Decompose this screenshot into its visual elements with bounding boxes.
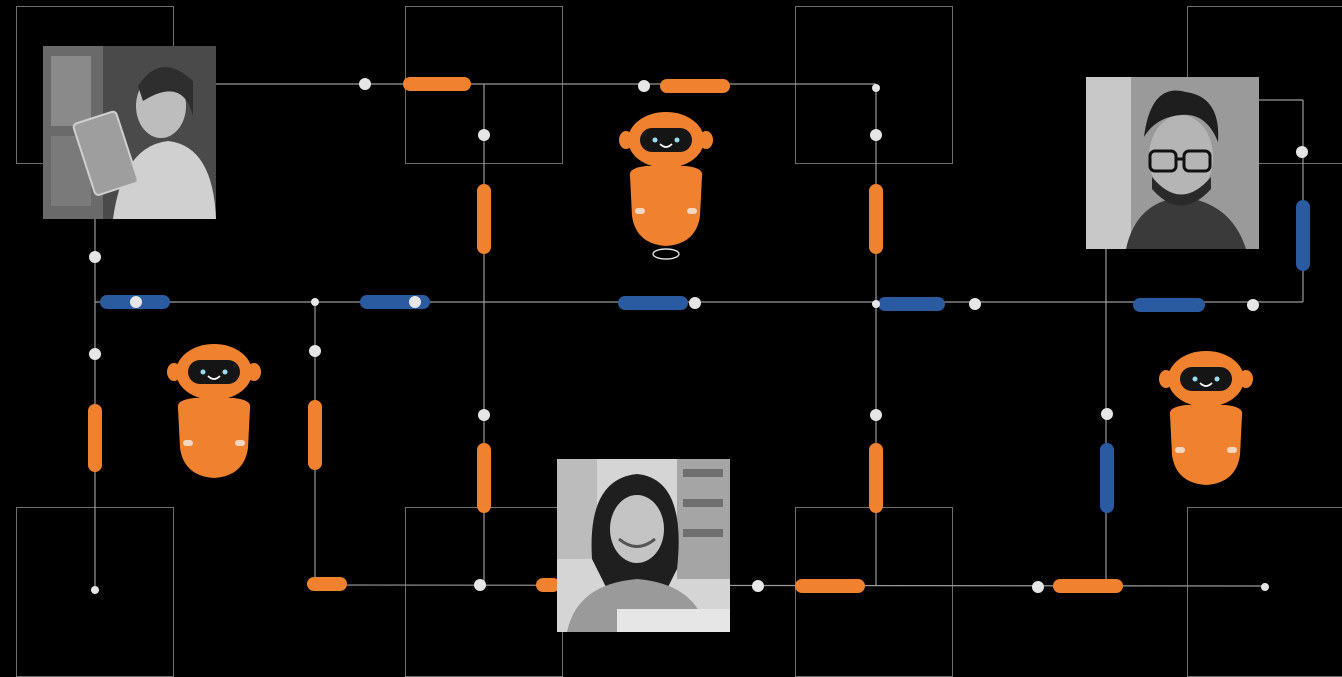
circuit-node <box>478 409 490 421</box>
circuit-node <box>689 297 701 309</box>
person-at-laptop-photo <box>557 459 730 632</box>
orange-connector <box>869 443 883 513</box>
circuit-node <box>1247 299 1259 311</box>
circuit-node <box>311 298 319 306</box>
circuit-node <box>89 251 101 263</box>
blue-connector <box>618 296 688 310</box>
orange-connector <box>88 404 102 472</box>
orange-connector <box>869 184 883 254</box>
blue-connector <box>1296 200 1310 271</box>
circuit-node <box>870 409 882 421</box>
circuit-node <box>409 296 421 308</box>
blue-connector <box>878 297 945 311</box>
orange-connector <box>308 400 322 470</box>
orange-connector <box>307 577 347 591</box>
circuit-node <box>969 298 981 310</box>
robot-assistant-icon <box>1159 351 1253 485</box>
orange-connector <box>477 443 491 513</box>
orange-connector <box>1053 579 1123 593</box>
circuit-node <box>638 80 650 92</box>
circuit-node <box>872 84 880 92</box>
circuit-node <box>130 296 142 308</box>
robot-assistant-icon <box>619 112 713 259</box>
circuit-node <box>309 345 321 357</box>
orange-connector <box>477 184 491 254</box>
orange-connector <box>795 579 865 593</box>
person-with-glasses-photo <box>1086 77 1259 249</box>
circuit-node <box>1032 581 1044 593</box>
blue-connector <box>1133 298 1205 312</box>
orange-connector <box>403 77 471 91</box>
circuit-node <box>1101 408 1113 420</box>
circuit-node <box>870 129 882 141</box>
circuit-node <box>91 586 99 594</box>
circuit-node <box>478 129 490 141</box>
circuit-node <box>359 78 371 90</box>
person-with-tablet-photo <box>43 46 216 219</box>
circuit-node <box>89 348 101 360</box>
circuit-node <box>1261 583 1269 591</box>
robot-assistant-icon <box>167 344 261 478</box>
circuit-node <box>872 300 880 308</box>
blue-connector <box>1100 443 1114 513</box>
orange-connector <box>660 79 730 93</box>
circuit-node <box>752 580 764 592</box>
circuit-node <box>1296 146 1308 158</box>
circuit-node <box>474 579 486 591</box>
